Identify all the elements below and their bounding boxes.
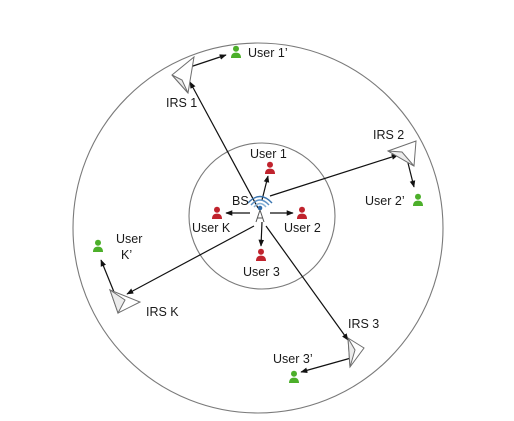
user-3-prime-label: User 3’ [273, 352, 313, 366]
irs-k-panel-fold [109, 288, 126, 315]
user-3-label: User 3 [243, 265, 280, 279]
user-k: User K [192, 206, 231, 235]
link-bs-user3 [258, 221, 265, 247]
irs-1-panel-fold [171, 74, 189, 94]
irs-3-panel-fold [347, 337, 356, 368]
antenna-icon [247, 195, 273, 223]
user-3: User 3 [243, 248, 280, 279]
user-k-prime-label-line2: K’ [121, 248, 132, 262]
irs-k: IRS K [109, 288, 179, 319]
user-k-label: User K [192, 221, 231, 235]
base-station: BS [232, 194, 273, 223]
link-bs-irs2 [269, 154, 399, 197]
user-3-prime: User 3’ [273, 352, 313, 383]
link-bs-irs1 [189, 81, 259, 209]
user-2: User 2 [284, 206, 321, 235]
link-irs2-user2p [407, 162, 416, 188]
irs-2: IRS 2 [373, 128, 417, 167]
irs-2-label: IRS 2 [373, 128, 404, 142]
link-bs-irs3 [265, 225, 349, 341]
user-1: User 1 [250, 147, 287, 174]
links [100, 54, 416, 373]
link-bs-irsk [126, 225, 255, 295]
link-bs-user1 [261, 175, 270, 201]
user-2-prime-label: User 2’ [365, 194, 405, 208]
irs-1-label: IRS 1 [166, 96, 197, 110]
link-irs3-user3p [300, 357, 352, 373]
irs-3-label: IRS 3 [348, 317, 379, 331]
link-irs1-user1p [189, 54, 227, 68]
user-2-label: User 2 [284, 221, 321, 235]
user-1-prime: User 1’ [231, 45, 288, 60]
irs-1: IRS 1 [166, 55, 197, 110]
irs-3: IRS 3 [347, 317, 379, 369]
user-k-prime-label-line1: User [116, 232, 142, 246]
user-2-prime: User 2’ [365, 193, 423, 208]
user-k-prime: User K’ [93, 232, 142, 262]
bs-label: BS [232, 194, 249, 208]
link-irsk-userkp [100, 259, 115, 293]
user-1-prime-label: User 1’ [248, 46, 288, 60]
user-1-label: User 1 [250, 147, 287, 161]
irs-k-label: IRS K [146, 305, 179, 319]
irs-2-panel-fold [387, 150, 415, 167]
